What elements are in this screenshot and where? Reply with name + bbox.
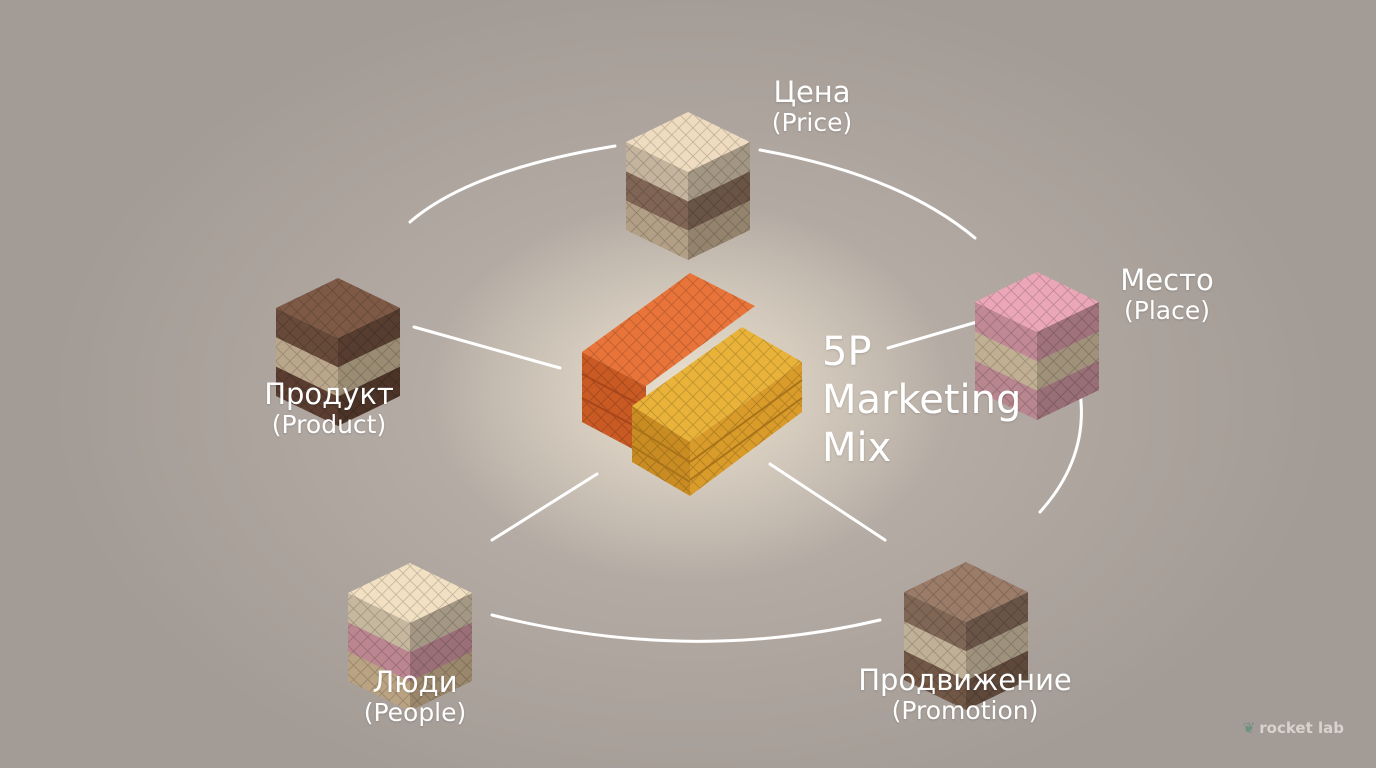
product-wafer-stack-icon xyxy=(276,278,400,426)
product-top-texture xyxy=(276,278,400,338)
product-layer-left-texture xyxy=(276,308,338,368)
promotion-layer-right-texture xyxy=(966,650,1028,710)
promotion-top-texture xyxy=(904,562,1028,622)
promotion-layer-right-texture xyxy=(966,621,1028,681)
place-layer-left-texture xyxy=(975,360,1037,420)
orange-wafer-stack xyxy=(581,273,755,456)
promotion-layer-left-texture xyxy=(904,621,966,681)
spoke-promotion xyxy=(768,462,887,542)
promotion-layer-left-texture xyxy=(904,650,966,710)
place-label: Место xyxy=(1120,263,1214,297)
price-layer-left-texture xyxy=(626,142,688,202)
center-title-line-2: Marketing xyxy=(822,377,1022,423)
people-layer-right-texture xyxy=(410,622,472,682)
center-title: 5P Marketing Mix xyxy=(822,328,1021,472)
promotion-layer-right-texture xyxy=(966,592,1028,652)
price-layer-right-texture xyxy=(688,200,750,260)
connector-price-place xyxy=(758,148,977,240)
spoke-product xyxy=(412,325,562,370)
center-wafer-icon xyxy=(581,273,803,496)
place-sublabel: (Place) xyxy=(1124,296,1210,326)
people-label: Люди xyxy=(372,665,458,699)
product-label: Продукт xyxy=(264,377,394,411)
people-layer-left-texture xyxy=(348,593,410,653)
label-product: Продукт (Product) xyxy=(244,377,414,440)
people-wafer-stack-icon xyxy=(348,563,472,711)
label-place: Место (Place) xyxy=(1100,263,1234,326)
product-layer-right-texture xyxy=(338,366,400,426)
promotion-sublabel: (Promotion) xyxy=(891,696,1039,726)
spoke-people xyxy=(490,472,599,542)
price-layer-left-texture xyxy=(626,171,688,231)
leaf-logo-icon: ❦ xyxy=(1242,719,1256,737)
place-layer-left-texture xyxy=(975,302,1037,362)
product-sublabel: (Product) xyxy=(271,410,387,440)
place-wafer-stack-icon xyxy=(975,272,1099,420)
product-layer-right-texture xyxy=(338,308,400,368)
promotion-wafer-stack-icon xyxy=(904,562,1028,710)
label-price: Цена (Price) xyxy=(752,75,872,138)
price-sublabel: (Price) xyxy=(771,108,853,138)
promotion-label: Продвижение xyxy=(858,663,1072,697)
spoke-place xyxy=(886,320,979,350)
node-cubes xyxy=(276,112,1099,711)
people-sublabel: (People) xyxy=(363,698,467,728)
product-layer-left-texture xyxy=(276,337,338,397)
people-layer-left-texture xyxy=(348,651,410,711)
price-layer-right-texture xyxy=(688,171,750,231)
place-layer-left-texture xyxy=(975,331,1037,391)
people-top-texture xyxy=(348,563,472,623)
price-wafer-stack-icon xyxy=(626,112,750,260)
place-layer-right-texture xyxy=(1037,302,1099,362)
center-title-line-1: 5P xyxy=(822,329,872,375)
price-layer-left-texture xyxy=(626,200,688,260)
price-layer-right-texture xyxy=(688,142,750,202)
center-title-line-3: Mix xyxy=(822,425,892,471)
label-promotion: Продвижение (Promotion) xyxy=(840,663,1090,726)
brand-watermark: ❦rocket lab xyxy=(1243,719,1344,737)
yellow-wafer-stack xyxy=(631,327,803,496)
connector-product-price xyxy=(408,144,617,224)
place-top-texture xyxy=(975,272,1099,332)
connector-people-promotion xyxy=(490,613,882,643)
promotion-layer-left-texture xyxy=(904,592,966,652)
people-layer-right-texture xyxy=(410,593,472,653)
people-layer-left-texture xyxy=(348,622,410,682)
product-layer-left-texture xyxy=(276,366,338,426)
brand-name: rocket lab xyxy=(1259,719,1344,737)
product-layer-right-texture xyxy=(338,337,400,397)
people-layer-right-texture xyxy=(410,651,472,711)
place-layer-right-texture xyxy=(1037,331,1099,391)
label-people: Люди (People) xyxy=(340,665,490,728)
ring-connectors xyxy=(408,144,1083,643)
price-label: Цена xyxy=(773,75,851,109)
place-layer-right-texture xyxy=(1037,360,1099,420)
price-top-texture xyxy=(626,112,750,172)
